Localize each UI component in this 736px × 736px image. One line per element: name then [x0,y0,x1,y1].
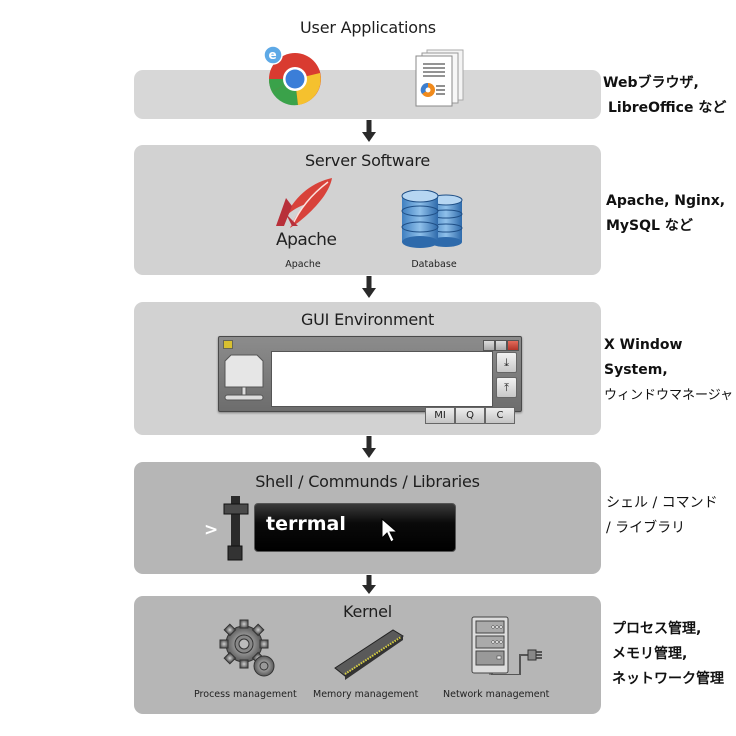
note-line: Apache, Nginx, [606,193,726,209]
apache-logo-text: Apache [276,230,337,250]
note-line: Webブラウザ, [603,75,699,91]
note-line: プロセス管理, [612,621,702,637]
window-bottom-button[interactable]: Q [455,407,485,424]
window-bottom-button[interactable]: MI [425,407,455,424]
gui-environment-note: X Window System, ウィンドウマネージャ [604,333,733,408]
down-arrow-icon [362,575,376,594]
user-applications-note: Webブラウザ, LibreOffice など [603,71,726,121]
computer-icon [224,354,264,401]
maximize-button[interactable] [495,340,507,351]
close-button[interactable] [507,340,519,351]
server-software-layer: Server Software [134,145,601,275]
kernel-note: プロセス管理, メモリ管理, ネットワーク管理 [612,617,724,692]
terminal-text: terrmal [266,513,346,535]
memory-management-caption: Memory management [313,689,419,700]
note-line: System, [604,362,668,378]
terminal[interactable]: terrmal [254,503,456,552]
down-arrow-icon [362,120,376,142]
gui-environment-title: GUI Environment [300,310,435,329]
server-network-icon [471,616,542,675]
down-arrow-icon [362,436,376,458]
shell-title: Shell / Communds / Libraries [255,472,480,491]
kernel-title: Kernel [342,602,393,621]
user-applications-title: User Applications [300,18,436,37]
text-cursor-icon [223,496,249,561]
database-caption: Database [411,259,457,270]
web-browser-icon: e [263,45,321,106]
user-applications-layer [134,70,601,119]
memory-module-icon [334,629,404,680]
note-line: MySQL など [606,218,693,234]
note-line: ネットワーク管理 [612,671,724,687]
apache-feather-icon [276,178,332,228]
note-line: シェル / コマンド [606,495,718,511]
database-icon [401,190,463,248]
note-line: X Window [604,337,683,353]
gui-window[interactable]: ⤓ ⤒ [218,336,522,412]
window-app-icon [223,340,233,349]
note-line: ウィンドウマネージャ [604,388,734,403]
server-software-note: Apache, Nginx, MySQL など [606,189,725,239]
network-management-caption: Network management [443,689,550,700]
window-bottom-button[interactable]: C [485,407,515,424]
apache-caption: Apache [285,259,321,270]
office-documents-icon [415,49,464,107]
mouse-pointer-icon [381,518,399,543]
shell-note: シェル / コマンド / ライブラリ [606,491,718,541]
note-line: LibreOffice など [608,100,727,116]
window-text-area[interactable] [271,351,493,407]
window-side-button[interactable]: ⤓ [496,352,517,373]
note-line: / ライブラリ [606,520,686,536]
process-management-caption: Process management [194,689,297,700]
svg-text:e: e [269,48,277,62]
prompt-symbol: > [204,520,219,540]
gears-icon [219,619,275,677]
window-side-button[interactable]: ⤒ [496,377,517,398]
server-software-title: Server Software [304,151,431,170]
note-line: メモリ管理, [612,646,688,662]
minimize-button[interactable] [483,340,495,351]
down-arrow-icon [362,276,376,298]
